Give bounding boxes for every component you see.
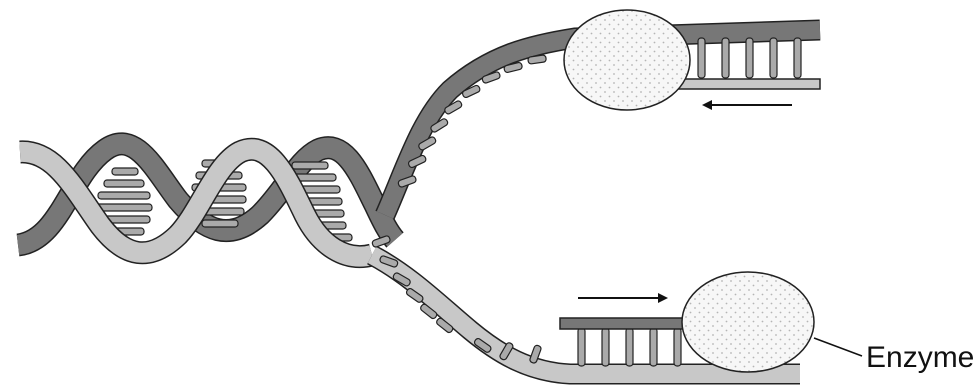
double-helix — [18, 144, 395, 257]
lower-new-strand — [560, 318, 700, 329]
enzyme-leader-line — [814, 338, 862, 356]
lower-paired-bases — [578, 328, 681, 366]
lower-enzyme — [682, 272, 814, 372]
lower-template-strand — [372, 235, 814, 374]
upper-new-strand — [672, 79, 820, 89]
upper-template-strand — [385, 10, 820, 215]
enzyme-label: Enzyme — [866, 341, 974, 374]
lower-exposed-bases — [372, 235, 542, 364]
upper-enzyme — [564, 10, 690, 110]
upper-paired-bases — [698, 38, 801, 78]
